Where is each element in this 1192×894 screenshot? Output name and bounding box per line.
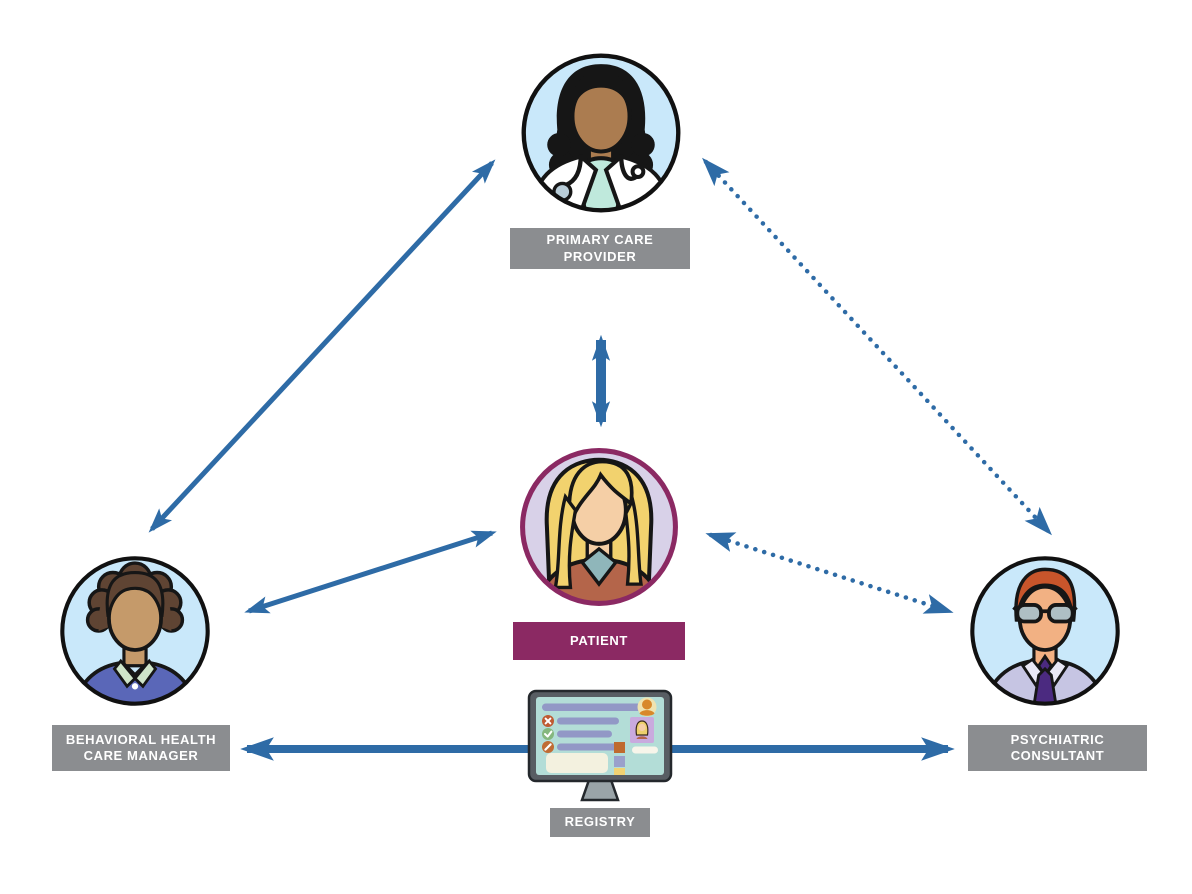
node-behavioral-health-care-manager bbox=[56, 552, 214, 710]
label-line: PROVIDER bbox=[563, 248, 637, 264]
edge-bhcm-patient-solid bbox=[244, 530, 497, 614]
node-registry bbox=[526, 688, 674, 817]
care-manager-avatar-icon bbox=[60, 556, 210, 706]
node-primary-care-provider bbox=[517, 49, 685, 217]
monitor-stand bbox=[580, 778, 620, 802]
node-patient bbox=[515, 443, 683, 611]
label-line: CARE MANAGER bbox=[83, 748, 199, 763]
psychiatric-consultant-avatar-icon bbox=[970, 556, 1120, 706]
patient-avatar-icon bbox=[520, 448, 678, 606]
label-patient: PATIENT bbox=[513, 622, 685, 660]
label-line: CONSULTANT bbox=[1010, 748, 1105, 763]
edge-primary-care-provider-psychiatric-consultant-dotted bbox=[702, 157, 1052, 536]
registry-monitor-icon bbox=[527, 689, 673, 802]
female-doctor-avatar-icon bbox=[521, 53, 681, 213]
edge-patient-psychiatric-consultant-dotted bbox=[705, 532, 954, 614]
edge-bhcm-primary-care-provider-solid bbox=[148, 159, 496, 533]
label-behavioral-health-care-manager: BEHAVIORAL HEALTH CARE MANAGER bbox=[52, 725, 230, 771]
label-line: PSYCHIATRIC bbox=[1010, 731, 1105, 747]
node-psychiatric-consultant bbox=[966, 552, 1124, 710]
label-line: BEHAVIORAL HEALTH bbox=[65, 731, 217, 747]
label-line: REGISTRY bbox=[564, 814, 636, 830]
label-registry: REGISTRY bbox=[550, 808, 650, 837]
check-status-icon bbox=[542, 728, 554, 740]
label-psychiatric-consultant: PSYCHIATRIC CONSULTANT bbox=[968, 725, 1147, 771]
label-primary-care-provider: PRIMARY CARE PROVIDER bbox=[510, 228, 690, 269]
label-line: PRIMARY CARE bbox=[546, 232, 654, 248]
label-line: PATIENT bbox=[570, 632, 628, 648]
